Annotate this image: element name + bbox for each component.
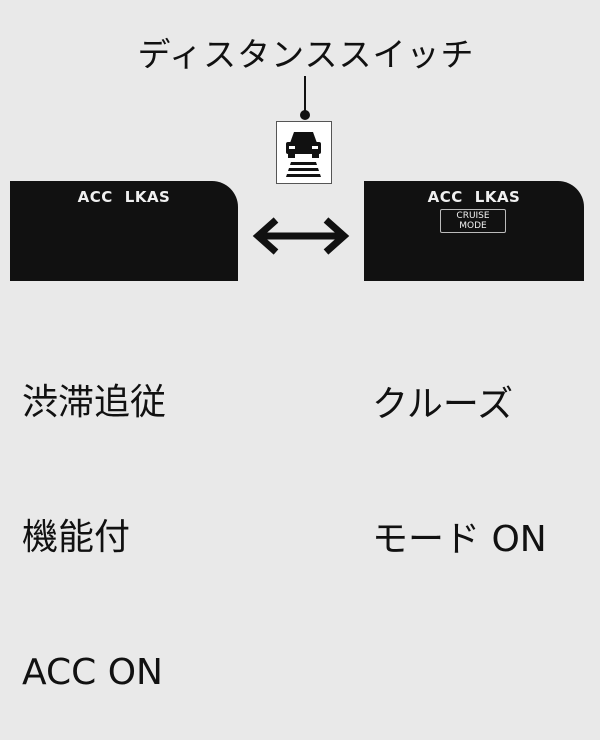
pointer-dot	[300, 110, 310, 120]
caption-cruise-mode: クルーズ モード ON	[372, 292, 547, 607]
display-panel-cruise-mode: ACC LKAS CRUISE MODE	[364, 181, 584, 281]
caption-line: モード ON	[372, 519, 547, 560]
caption-acc-traffic: 渋滞追従 機能付 ACC ON	[22, 290, 166, 740]
cruise-mode-indicator: CRUISE MODE	[440, 209, 506, 233]
cruise-mode-line1: CRUISE	[456, 211, 490, 221]
display-panel-acc-traffic: ACC LKAS	[10, 181, 238, 281]
distance-switch-icon	[276, 121, 332, 184]
distance-switch-title: ディスタンススイッチ	[137, 35, 475, 74]
caption-line: 渋滞追従	[22, 382, 167, 423]
caption-line: 機能付	[22, 517, 131, 558]
cruise-mode-line2: MODE	[459, 221, 487, 231]
lkas-indicator: LKAS	[474, 188, 521, 206]
lkas-indicator: LKAS	[124, 188, 171, 206]
acc-indicator: ACC	[77, 188, 113, 206]
panel-indicators: ACC LKAS	[10, 188, 238, 206]
double-arrow-icon	[252, 217, 350, 255]
panel-indicators: ACC LKAS	[364, 188, 584, 206]
caption-line: ACC ON	[22, 652, 163, 693]
acc-indicator: ACC	[427, 188, 463, 206]
pointer-line	[304, 76, 306, 116]
caption-line: クルーズ	[372, 384, 514, 425]
